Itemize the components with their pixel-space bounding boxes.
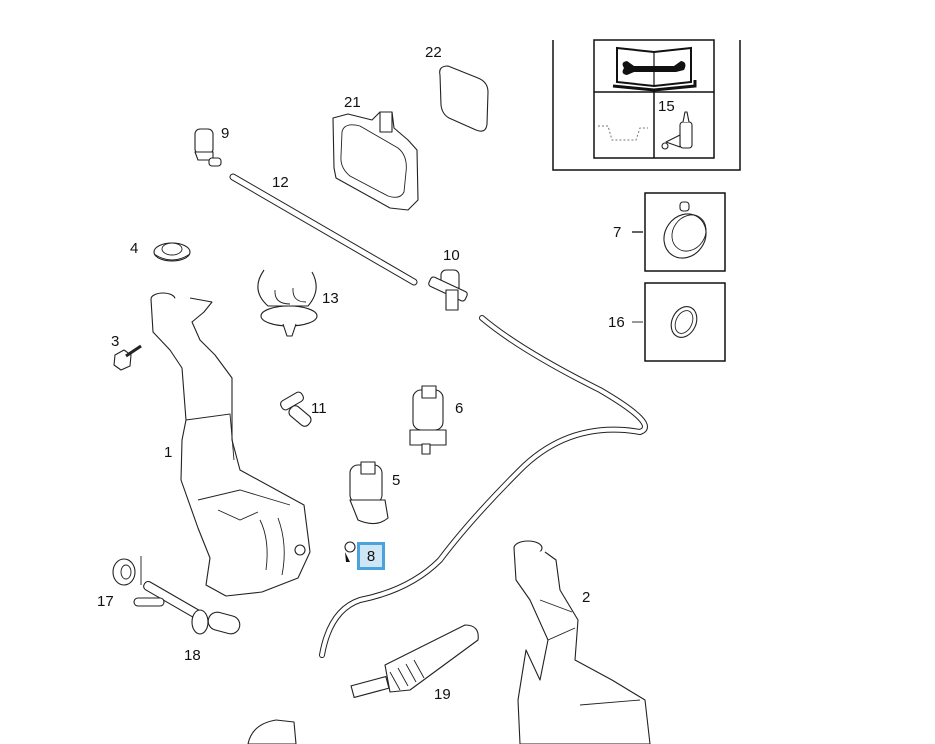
bolt-part: [113, 344, 142, 371]
callout-5[interactable]: 5: [392, 472, 401, 489]
check-valve-part: [194, 128, 222, 167]
washer-reservoir-part: [150, 292, 311, 597]
callout-18[interactable]: 18: [184, 647, 201, 664]
washer-pump-part: [349, 461, 389, 525]
seal-ring-part: [670, 306, 698, 338]
adhesive-bottle-icon: [661, 111, 693, 150]
sensor-gel-pad-part: [439, 65, 489, 132]
callout-10[interactable]: 10: [443, 247, 460, 264]
callout-9[interactable]: 9: [221, 125, 230, 142]
partial-part: [247, 719, 297, 744]
callout-13[interactable]: 13: [322, 290, 339, 307]
callout-4[interactable]: 4: [130, 240, 139, 257]
washer-reservoir-alt-part: [513, 540, 651, 744]
dashed-outline-icon: [598, 125, 648, 141]
repair-manual-wrench-icon: [612, 46, 697, 92]
callout-2[interactable]: 2: [582, 589, 591, 606]
callout-11[interactable]: 11: [311, 400, 327, 417]
washer-pump-double-part: [409, 385, 447, 455]
callout-7[interactable]: 7: [613, 224, 622, 241]
legend-box: [552, 39, 741, 171]
callout-8-selected[interactable]: 8: [357, 542, 385, 570]
callout-22[interactable]: 22: [425, 44, 442, 61]
wiring-harness-connector-part: [350, 624, 479, 699]
hose-clip-part: [257, 269, 318, 337]
level-sensor-part: [133, 580, 241, 635]
callout-16[interactable]: 16: [608, 314, 625, 331]
rain-sensor-part: [332, 111, 419, 211]
callout-3[interactable]: 3: [111, 333, 120, 350]
grommet-part: [344, 541, 356, 562]
callout-17[interactable]: 17: [97, 593, 114, 610]
callout-15[interactable]: 15: [658, 98, 675, 115]
callout-1[interactable]: 1: [164, 444, 173, 461]
callout-6[interactable]: 6: [455, 400, 464, 417]
callout-21[interactable]: 21: [344, 94, 361, 111]
hose-long-part: [320, 316, 647, 657]
hose-short-part: [230, 174, 417, 285]
t-connector-valve-part: [428, 269, 468, 311]
reservoir-cap-part: [153, 242, 191, 262]
elbow-connector-part: [280, 391, 312, 427]
callout-19[interactable]: 19: [434, 686, 451, 703]
callout-12[interactable]: 12: [272, 174, 289, 191]
hose-clamp-part: [663, 201, 707, 259]
grommet-level-sensor-part: [112, 556, 142, 586]
